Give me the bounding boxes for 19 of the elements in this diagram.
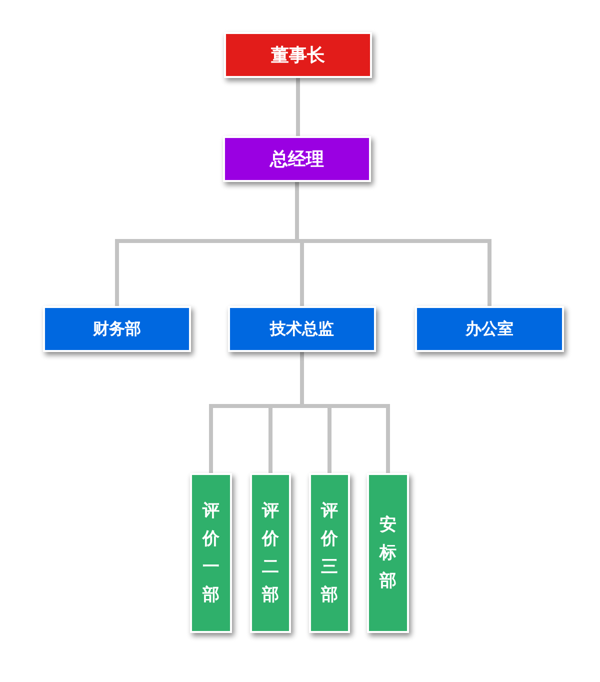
node-label: 评价一部 xyxy=(202,500,220,608)
department-bar xyxy=(250,473,291,633)
department-bar xyxy=(190,473,232,633)
department-bar xyxy=(309,473,350,633)
org-box xyxy=(223,136,371,182)
node-label: 财务部 xyxy=(93,318,141,340)
node-label: 评价三部 xyxy=(321,500,338,608)
org-box xyxy=(43,306,191,352)
org-box xyxy=(228,306,376,352)
node-label: 安标部 xyxy=(380,514,396,594)
org-box xyxy=(224,32,372,78)
org-box xyxy=(415,306,564,352)
node-label: 董事长 xyxy=(271,44,325,67)
node-label: 办公室 xyxy=(466,318,514,340)
node-label: 总经理 xyxy=(270,148,324,171)
department-bar xyxy=(367,473,409,633)
node-label: 评价二部 xyxy=(262,500,279,608)
connector-line xyxy=(296,78,300,136)
node-label: 技术总监 xyxy=(270,318,334,340)
